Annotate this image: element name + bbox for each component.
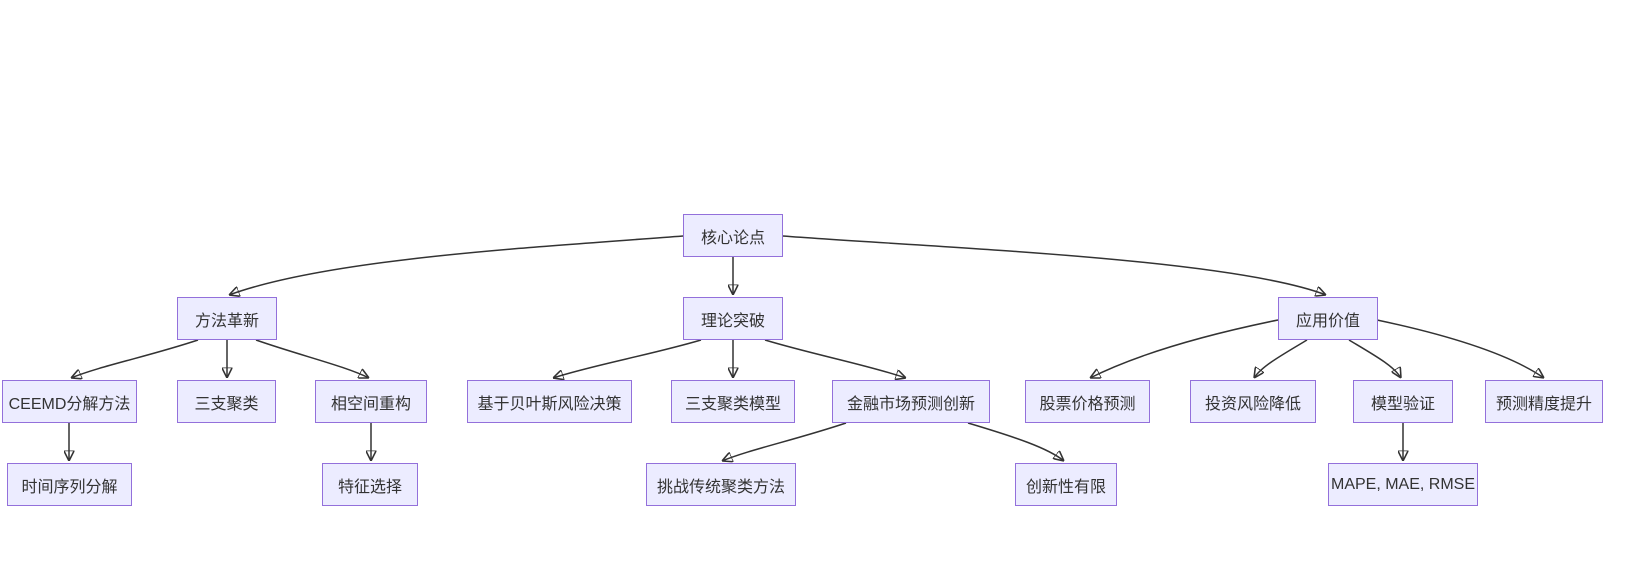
node-label: 基于贝叶斯风险决策 bbox=[477, 395, 622, 413]
node-financial-market-forecast-innovation: 金融市场预测创新 bbox=[832, 380, 990, 423]
node-label: 创新性有限 bbox=[1025, 478, 1106, 496]
edge-finance-to-challenge bbox=[722, 422, 847, 461]
node-three-way-clustering: 三支聚类 bbox=[177, 380, 276, 423]
node-label: 方法革新 bbox=[194, 312, 259, 330]
node-limited-novelty: 创新性有限 bbox=[1015, 463, 1117, 506]
edge-theory-to-finance bbox=[764, 339, 906, 378]
node-bayesian-risk-decision: 基于贝叶斯风险决策 bbox=[467, 380, 632, 423]
node-theoretical-breakthrough: 理论突破 bbox=[683, 297, 783, 340]
edge-theory-to-bayes bbox=[553, 339, 702, 378]
node-challenge-traditional-clustering: 挑战传统聚类方法 bbox=[646, 463, 796, 506]
node-forecast-accuracy-improvement: 预测精度提升 bbox=[1485, 380, 1603, 423]
node-label: 应用价值 bbox=[1295, 312, 1360, 330]
node-investment-risk-reduction: 投资风险降低 bbox=[1190, 380, 1316, 423]
edge-core-to-method bbox=[229, 235, 684, 295]
node-label: CEEMD分解方法 bbox=[8, 395, 131, 413]
node-label: 时间序列分解 bbox=[21, 478, 118, 496]
node-time-series-decomposition: 时间序列分解 bbox=[7, 463, 132, 506]
node-method-innovation: 方法革新 bbox=[177, 297, 277, 340]
edge-core-to-application bbox=[782, 235, 1326, 295]
edge-application-to-precision bbox=[1376, 319, 1544, 378]
node-model-validation: 模型验证 bbox=[1353, 380, 1453, 423]
node-label: 股票价格预测 bbox=[1039, 395, 1136, 413]
edge-application-to-validation bbox=[1348, 339, 1401, 378]
node-three-way-clustering-model: 三支聚类模型 bbox=[671, 380, 795, 423]
node-ceemd-decomposition-method: CEEMD分解方法 bbox=[2, 380, 137, 423]
edge-application-to-risk bbox=[1254, 339, 1308, 378]
node-label: 挑战传统聚类方法 bbox=[656, 478, 785, 496]
node-label: 理论突破 bbox=[700, 312, 765, 330]
node-stock-price-prediction: 股票价格预测 bbox=[1025, 380, 1150, 423]
node-label: 核心论点 bbox=[700, 229, 765, 247]
node-label: MAPE, MAE, RMSE bbox=[1330, 475, 1476, 493]
edge-method-to-ceemd bbox=[71, 339, 199, 378]
node-label: 相空间重构 bbox=[330, 395, 411, 413]
edge-finance-to-limited bbox=[967, 422, 1064, 461]
node-label: 特征选择 bbox=[337, 478, 402, 496]
node-core-argument: 核心论点 bbox=[683, 214, 783, 257]
edge-application-to-stock bbox=[1090, 319, 1279, 378]
node-label: 三支聚类模型 bbox=[684, 395, 781, 413]
node-label: 预测精度提升 bbox=[1495, 395, 1592, 413]
node-phase-space-reconstruction: 相空间重构 bbox=[315, 380, 427, 423]
node-feature-selection: 特征选择 bbox=[322, 463, 418, 506]
node-label: 模型验证 bbox=[1370, 395, 1435, 413]
node-application-value: 应用价值 bbox=[1278, 297, 1378, 340]
node-evaluation-metrics: MAPE, MAE, RMSE bbox=[1328, 463, 1478, 506]
node-label: 投资风险降低 bbox=[1204, 395, 1301, 413]
node-label: 金融市场预测创新 bbox=[846, 395, 975, 413]
node-label: 三支聚类 bbox=[194, 395, 259, 413]
edge-method-to-phase bbox=[255, 339, 369, 378]
